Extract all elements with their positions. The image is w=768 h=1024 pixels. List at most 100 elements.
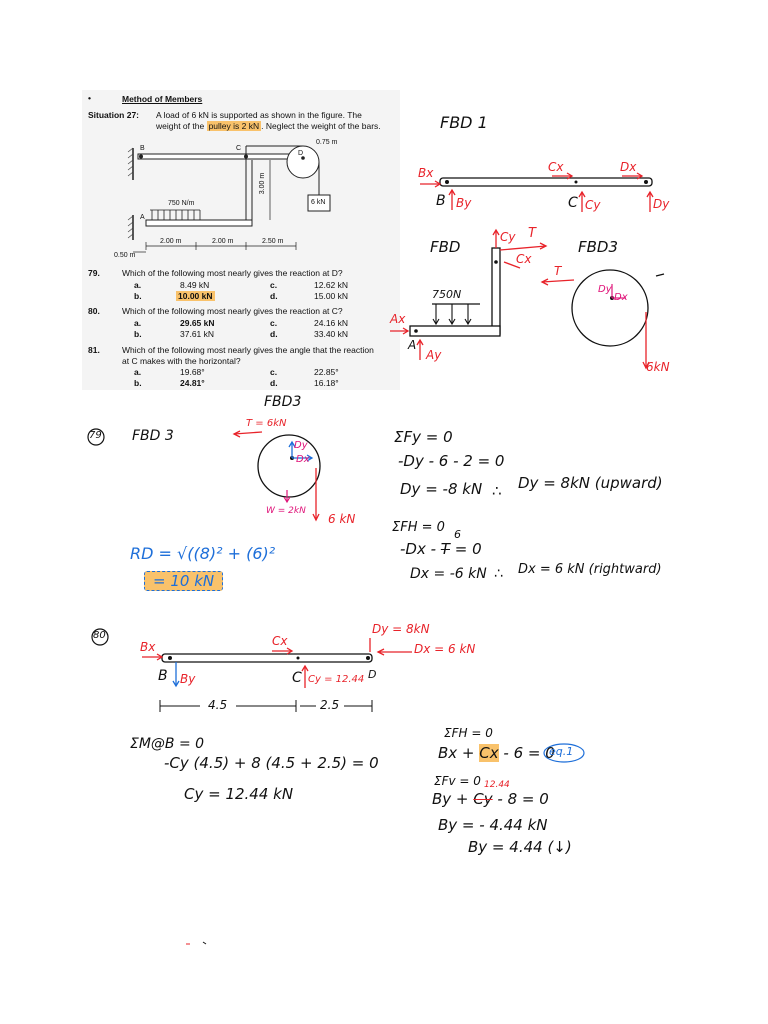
sol80-num: 80 [93,630,106,641]
sol79-tension: T = 6kN [246,418,287,429]
fbd2-cy: Cy [500,230,516,244]
fig-dim-075: 0.75 m [316,139,338,146]
fbd1-cx: Cx [548,160,564,174]
sol80-moment: ΣM@B = 0 [130,736,205,752]
fig-dist-load: 750 N/m [168,200,195,207]
sol80-moment-eq: -Cy (4.5) + 8 (4.5 + 2.5) = 0 [164,754,379,772]
sol80-cy: Cy = 12.44 [308,674,365,685]
fig-label-d: D [298,150,304,157]
fbd1-dx: Dx [620,160,637,174]
q81-b-label: b. [134,378,142,388]
sol80-by: By [180,672,196,686]
fbd1-dy: Dy [653,197,670,211]
q80-a-label: a. [134,318,142,328]
sol79-answer-dx: Dx = 6 kN (rightward) [518,562,662,577]
sol80-b: B [158,668,168,684]
fbd3-load: 6kN [646,360,670,374]
sol80-fh-cx: Cx [479,744,499,762]
fbd1-by: By [456,196,472,210]
situation-text-line1: A load of 6 kN is supported as shown in … [156,110,362,120]
sol79-load: 6 kN [328,512,356,526]
q80-c: 24.16 kN [314,318,349,328]
q81-num: 81. [88,345,100,355]
fig-label-b: B [140,145,145,152]
q79-c-label: c. [270,280,278,290]
q79-text: Which of the following most nearly gives… [122,268,343,278]
q81-a-label: a. [134,367,142,377]
sol80-cy-answer: Cy = 12.44 kN [184,785,294,803]
fig-label-a: A [140,214,145,221]
sol79-eq3-six: 6 [454,528,461,541]
sol79-num: 79 [89,430,102,441]
sol79-dy: Dy [294,440,308,451]
sol79-eq1: -Dy - 6 - 2 = 0 [398,452,505,470]
q81-d-label: d. [270,378,278,388]
fbd3-title: FBD3 [578,238,619,256]
sol80-bx: Bx [140,640,156,654]
sol79-dx: Dx [296,454,310,465]
sol80-len2: 2.5 [320,698,340,712]
sol79-eq4: Dx = -6 kN [410,566,487,582]
fbd3-t: T [554,264,562,278]
q80-a: 29.65 kN [180,318,215,328]
sol79-eq3: -Dx - T = 0 [400,540,482,558]
sol79-eq3-a: -Dx - [400,540,441,558]
sol80-fv-crossed: Cy [473,790,493,808]
q81-text: Which of the following most nearly gives… [122,345,374,355]
fbd2-cx: Cx [516,252,532,266]
sol79-sum-fh: ΣFH = 0 [392,520,445,535]
fbd2-ax: Ax [390,312,406,326]
q81-c: 22.85° [314,367,339,377]
fbd2-title: FBD [430,238,461,256]
fig-load-6kn: 6 kN [311,199,326,206]
sol80-sum-fh: ΣFH = 0 [444,726,493,740]
sol79-therefore1: ∴ [492,482,502,500]
fbd2-ay: Ay [426,348,442,362]
sol79-eq2: Dy = -8 kN [400,480,483,498]
q81-d: 16.18° [314,378,339,388]
sol79-fbd-title: FBD3 [264,394,302,410]
q81-c-label: c. [270,367,278,377]
q81-b: 24.81° [180,378,205,388]
sol80-by-eq: By = - 4.44 kN [438,816,548,834]
q80-d-label: d. [270,329,278,339]
situation-label: Situation 27: [88,110,140,120]
sol80-len1: 4.5 [208,698,228,712]
q80-text: Which of the following most nearly gives… [122,306,343,316]
q79-c: 12.62 kN [314,280,349,290]
fbd3-dx: Dx [614,292,628,303]
q79-b-label: b. [134,291,142,301]
sol80-fv-eq: By + Cy - 8 = 0 [432,790,549,808]
fbd1-b: B [436,193,446,209]
sol80-fh-eq: Bx + Cx - 6 = 0 [438,744,555,762]
sol79-weight: W = 2kN [266,506,306,516]
sol79-eq3-b: = 0 [449,540,482,558]
q80-d: 33.40 kN [314,329,349,339]
situation-text-2a: weight of the [156,121,207,131]
sol80-cx: Cx [272,634,288,648]
q79-a-label: a. [134,280,142,290]
q79-b-answer: 10.00 kN [176,291,215,301]
sol80-c: C [292,670,302,686]
sol80-dy: Dy = 8kN [372,622,430,636]
situation-text-2c: . Neglect the weight of the bars. [261,121,381,131]
fbd2-load: 750N [432,288,462,301]
fbd1-title: FBD 1 [440,113,488,132]
sol79-rd-formula: RD = √((8)² + (6)² [130,544,276,563]
sol80-d: D [368,668,377,681]
sol80-eq-tag: eq.1 [549,745,574,758]
sol79-rd-answer: = 10 kN [144,571,224,591]
fbd3-dy: Dy [598,284,612,295]
textbook-scan [82,90,400,390]
q79-d: 15.00 kN [314,291,349,301]
fig-dim-050: 0.50 m [114,252,136,259]
situation-text-line2: weight of the pulley is 2 kN. Neglect th… [156,121,381,131]
sol79-therefore2: ∴ [494,566,503,582]
fig-label-c: C [236,145,242,152]
sol79-fbd-label: FBD 3 [132,428,174,444]
q80-c-label: c. [270,318,278,328]
fig-dim-2b: 2.00 m [212,238,234,245]
sol80-sum-fv: ΣFv = 0 [434,774,481,788]
